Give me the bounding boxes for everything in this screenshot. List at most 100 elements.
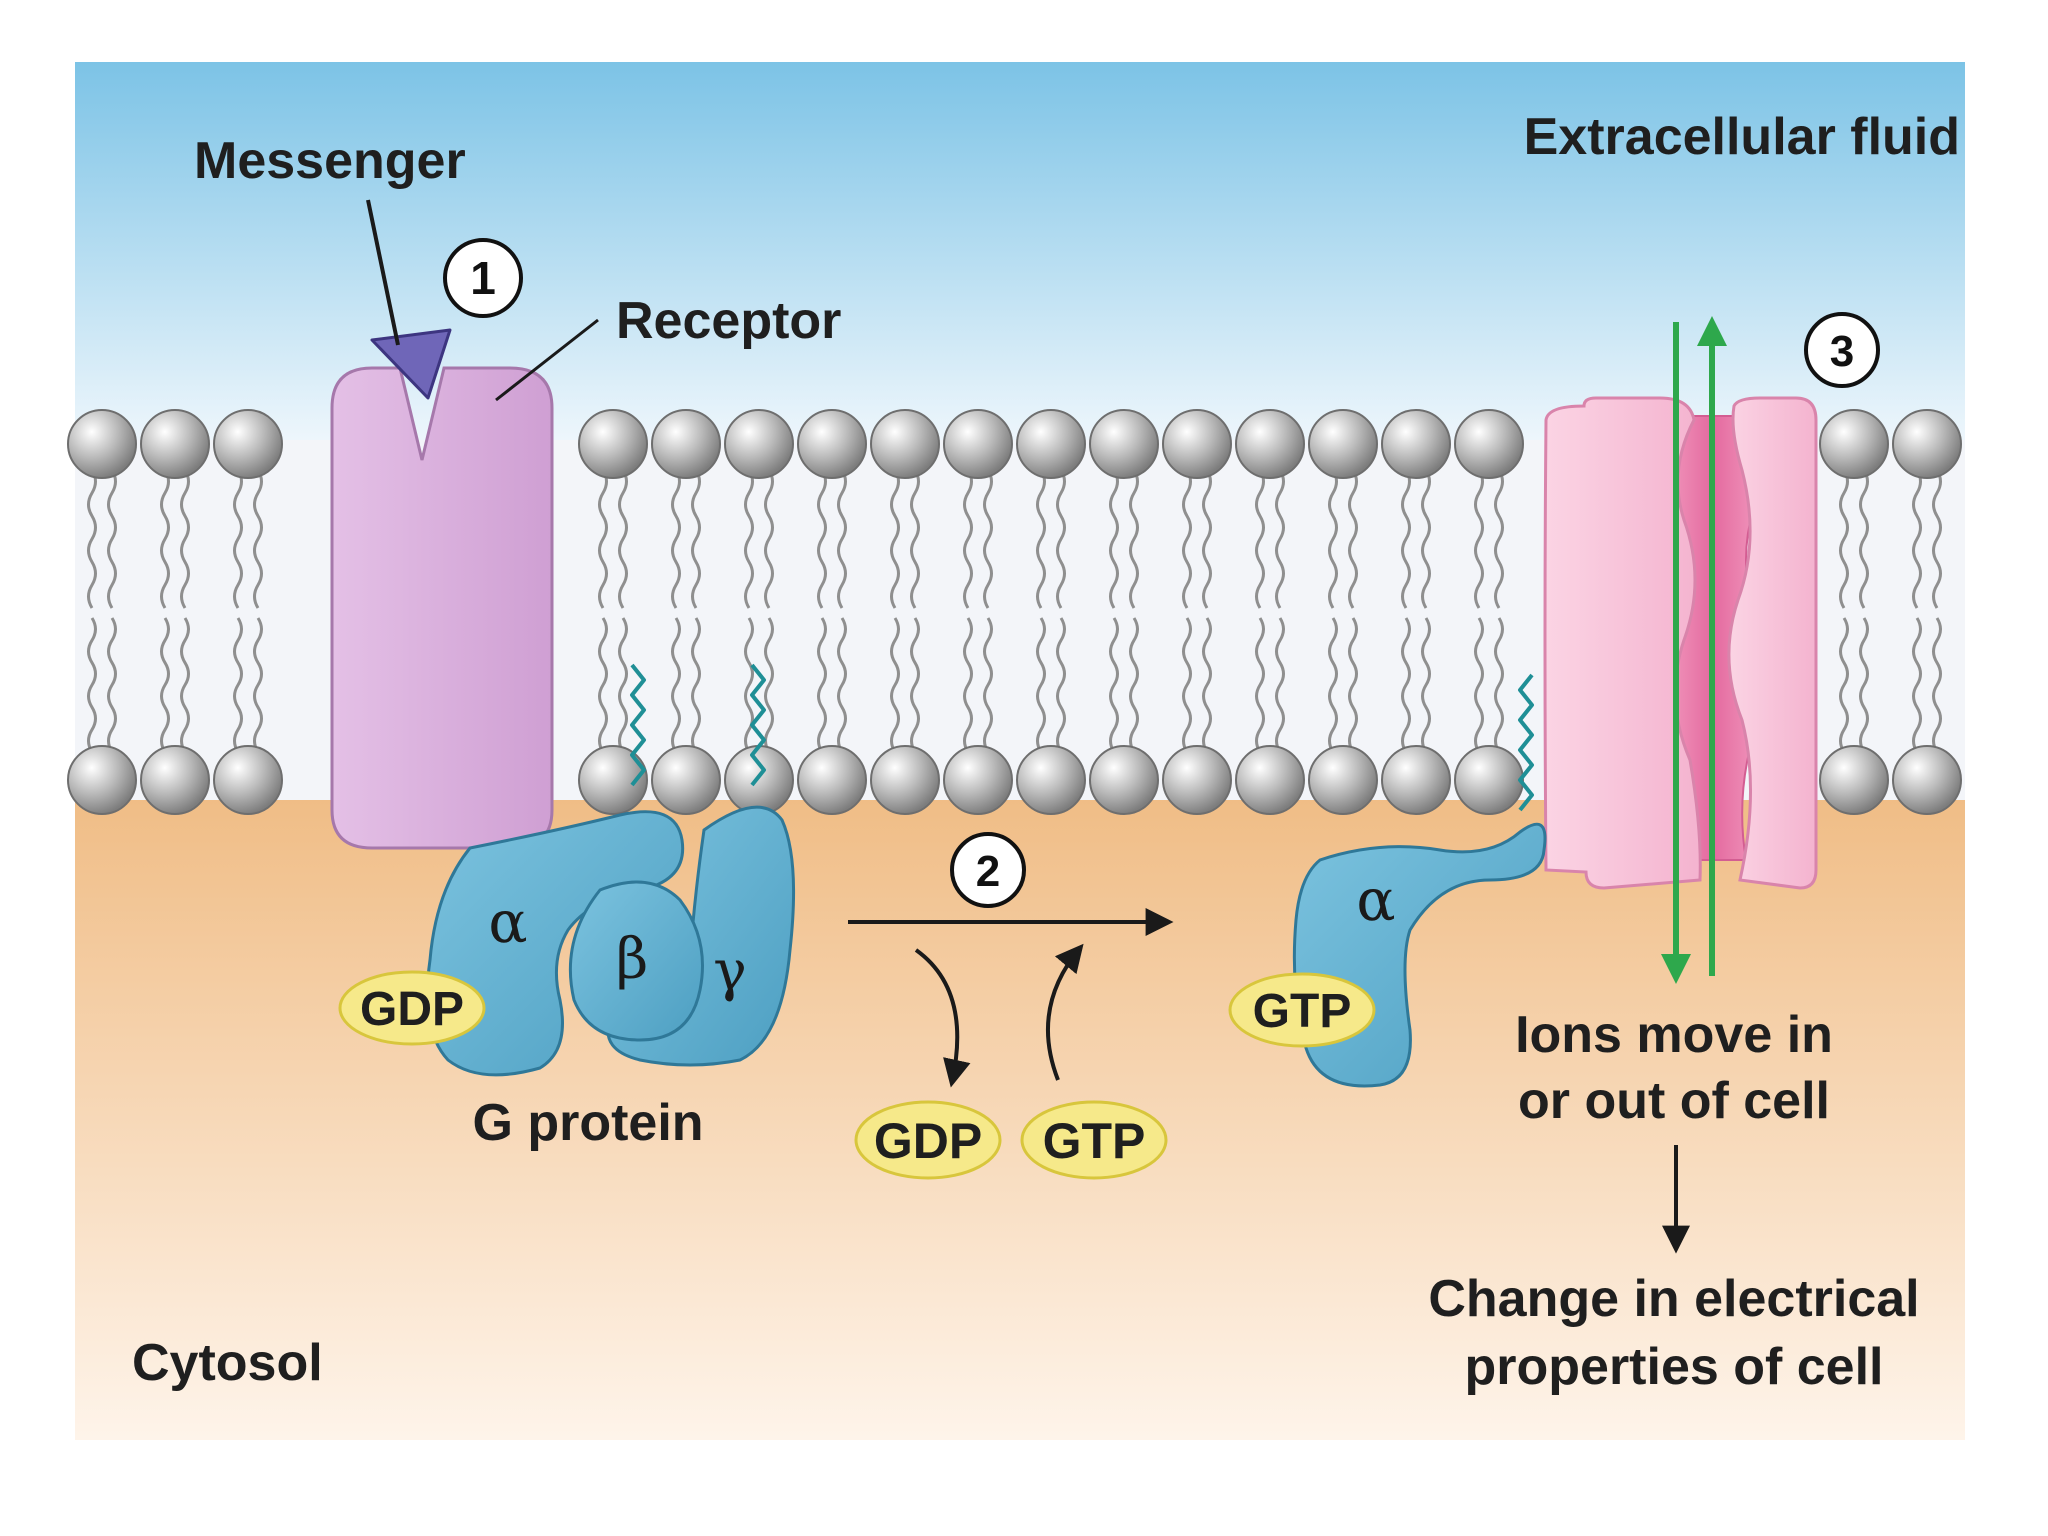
- lipid-tail: [1109, 469, 1119, 609]
- gtp-bound-ellipse: [1228, 972, 1376, 1048]
- gtp-incoming-ellipse: [1020, 1100, 1168, 1180]
- ions-label-line-1: Ions move in: [1515, 1006, 1833, 1064]
- lipid-tail: [1129, 469, 1139, 609]
- lipid-head: [1235, 745, 1305, 815]
- lipid-head: [1016, 745, 1086, 815]
- gdp-bound-ellipse: [338, 970, 486, 1046]
- gtp-uptake-arrow: [1046, 943, 1084, 1081]
- lipid-tail: [744, 469, 754, 609]
- lipid-head: [651, 409, 721, 479]
- lipid-head: [213, 409, 283, 479]
- gdp-released-ellipse: [854, 1100, 1002, 1180]
- lipid-tail: [253, 617, 263, 753]
- lipid-head: [578, 409, 648, 479]
- lipid-heads-inner: [67, 745, 1962, 815]
- gtp-bound-label: GTP: [1253, 985, 1352, 1038]
- lipid-tail: [107, 469, 117, 609]
- lipid-tail: [691, 617, 701, 753]
- lipid-tail: [1182, 469, 1192, 609]
- lipid-tail: [233, 617, 243, 753]
- lipid-tail: [983, 469, 993, 609]
- lipid-tail: [963, 469, 973, 609]
- lipid-head: [578, 745, 648, 815]
- lipid-heads-outer: [67, 409, 1962, 479]
- lipid-head: [1454, 409, 1524, 479]
- change-label-line-2: properties of cell: [1465, 1338, 1884, 1396]
- lipid-head: [797, 409, 867, 479]
- lipid-tail: [1109, 617, 1119, 753]
- lipid-head: [1308, 409, 1378, 479]
- lipid-tail: [1859, 469, 1869, 609]
- lipid-tail: [160, 617, 170, 753]
- lipid-tail: [1036, 617, 1046, 753]
- lipid-tail: [1182, 617, 1192, 753]
- lipid-tail: [671, 469, 681, 609]
- lipid-tail: [1129, 617, 1139, 753]
- lipid-head: [1089, 409, 1159, 479]
- lipid-tail: [1036, 469, 1046, 609]
- alpha-anchor: [1518, 673, 1534, 812]
- alpha-active-label: α: [1356, 866, 1395, 934]
- receptor-label: Receptor: [616, 292, 841, 350]
- lipid-head: [140, 745, 210, 815]
- ion-channel: [1543, 396, 1818, 890]
- beta-label: β: [616, 927, 648, 992]
- lipid-head: [140, 409, 210, 479]
- lipid-tail: [910, 469, 920, 609]
- step-2-number: 2: [976, 847, 1000, 896]
- lipid-tail: [1328, 469, 1338, 609]
- lipid-tail: [1328, 617, 1338, 753]
- gamma-label: γ: [713, 939, 746, 1004]
- lipid-tail: [691, 469, 701, 609]
- lipid-head: [67, 745, 137, 815]
- lipid-head: [1819, 409, 1889, 479]
- lipid-tail: [87, 617, 97, 753]
- lipid-tail: [1056, 469, 1066, 609]
- lipid-tail: [1494, 617, 1504, 753]
- step-1-number: 1: [470, 252, 496, 304]
- lipid-tail: [1255, 617, 1265, 753]
- lipid-tail: [817, 617, 827, 753]
- lipid-tail: [253, 469, 263, 609]
- lipid-tail: [1202, 469, 1212, 609]
- lipid-tail: [671, 617, 681, 753]
- lipid-head: [724, 409, 794, 479]
- lipid-head: [870, 409, 940, 479]
- lipid-tail: [837, 469, 847, 609]
- messenger-pointer: [366, 199, 400, 346]
- step-2-circle: [950, 832, 1026, 908]
- receptor-pointer: [495, 318, 599, 402]
- lipid-head: [1892, 409, 1962, 479]
- lipid-tails-inner: [87, 617, 1942, 753]
- lipid-tail: [890, 469, 900, 609]
- lipid-head: [1162, 409, 1232, 479]
- cytosol-label: Cytosol: [132, 1334, 323, 1392]
- lipid-head: [1892, 745, 1962, 815]
- lipid-head: [1016, 409, 1086, 479]
- lipid-tail: [910, 617, 920, 753]
- lipid-tails-outer: [87, 469, 1942, 609]
- beta-subunit: [568, 880, 704, 1042]
- lipid-tail: [1859, 617, 1869, 753]
- lipid-tail: [1275, 617, 1285, 753]
- lipid-head: [67, 409, 137, 479]
- lipid-tail: [1912, 469, 1922, 609]
- lipid-tail: [618, 617, 628, 753]
- lipid-tail: [1401, 617, 1411, 753]
- lipid-head: [1381, 409, 1451, 479]
- alpha-label: α: [488, 888, 527, 956]
- lipid-tail: [1348, 617, 1358, 753]
- step-3-number: 3: [1830, 327, 1854, 376]
- lipid-head: [943, 409, 1013, 479]
- beta-gamma-anchor-2: [750, 663, 766, 787]
- lipid-tail: [963, 617, 973, 753]
- lipid-tail: [1912, 617, 1922, 753]
- lipid-tail: [1401, 469, 1411, 609]
- gdp-released-label: GDP: [874, 1113, 982, 1169]
- lipid-head: [943, 745, 1013, 815]
- lipid-tail: [983, 617, 993, 753]
- lipid-head: [1162, 745, 1232, 815]
- lipid-head: [1819, 745, 1889, 815]
- lipid-tail: [890, 617, 900, 753]
